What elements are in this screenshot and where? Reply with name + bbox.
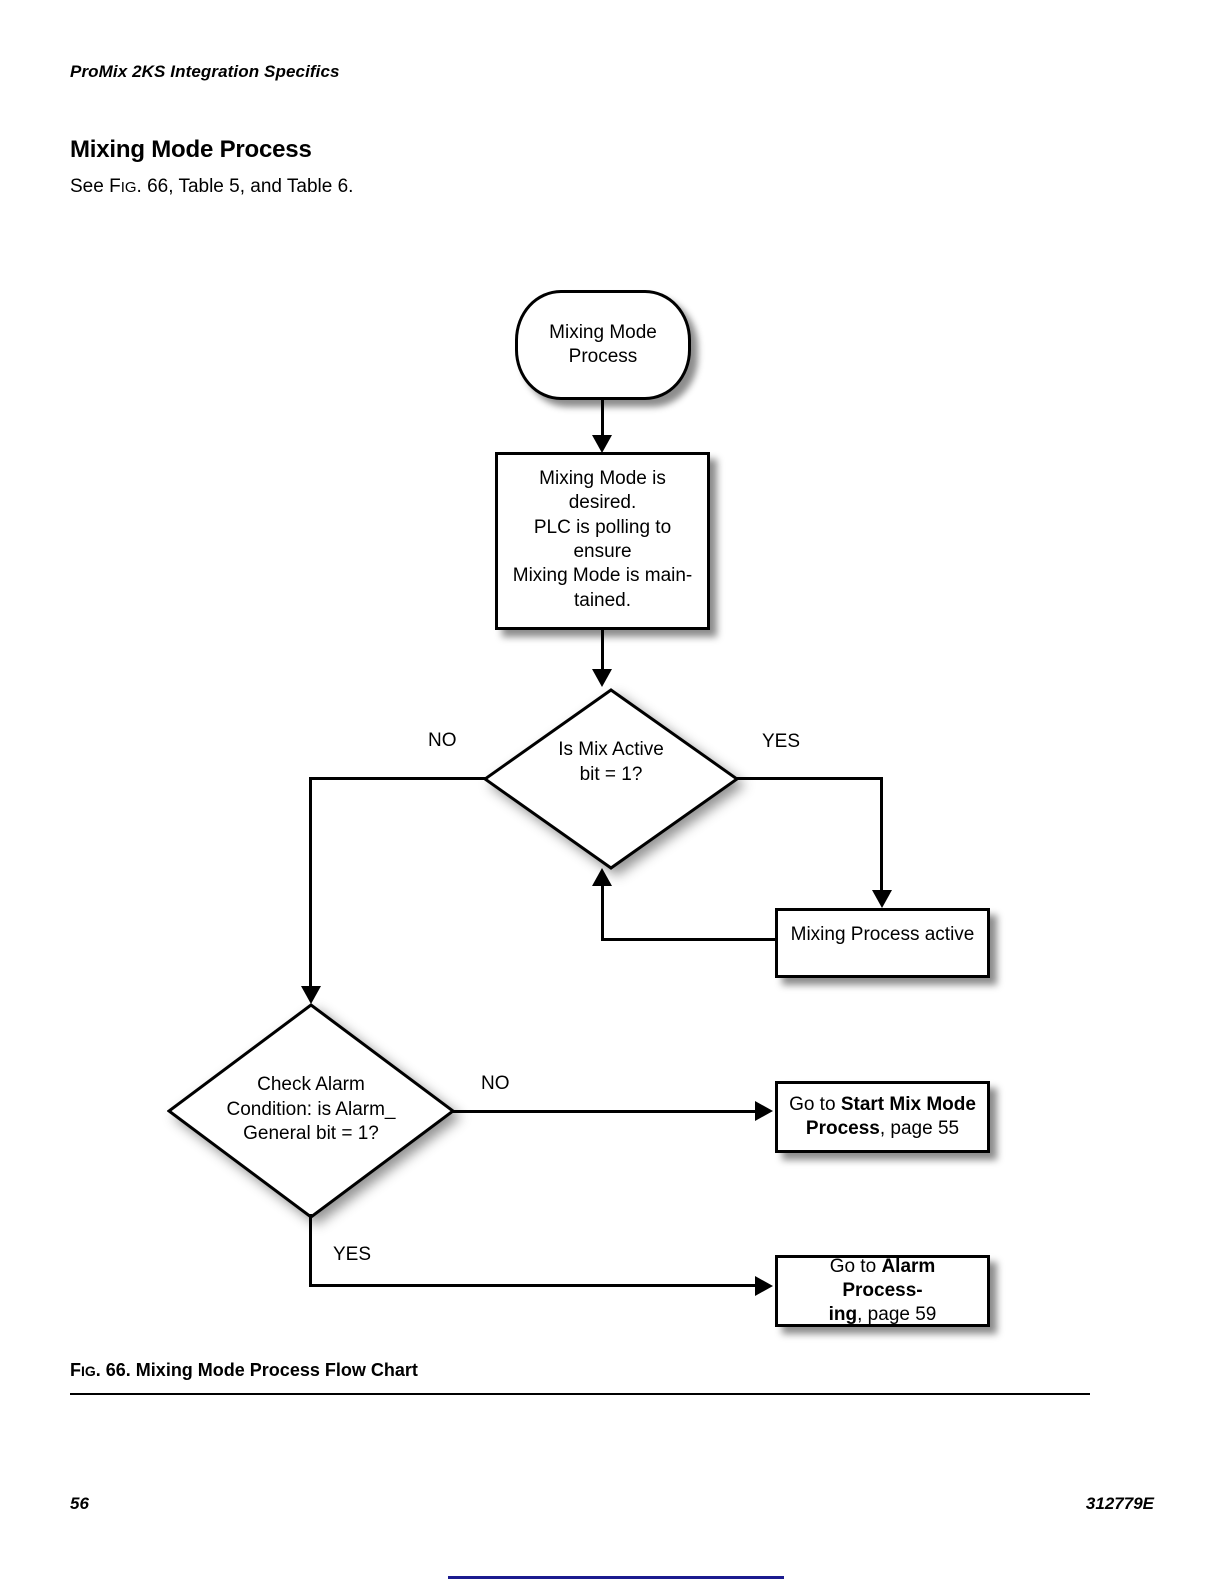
goto-start-plain2: , page 55 <box>879 1118 960 1139</box>
see-prefix: See F <box>70 176 121 197</box>
figure-caption: FIG. 66. Mixing Mode Process Flow Chart <box>70 1360 418 1381</box>
node-start-line1: Mixing Mode <box>549 321 657 343</box>
node-goto-start-mix-mode: Go to Start Mix Mode Process, page 55 <box>775 1081 990 1153</box>
edge-desired-to-decision1 <box>601 630 604 672</box>
edge-alarm-no-horizontal <box>452 1110 755 1113</box>
node-goto-alarm-text: Go to Alarm Process- ing, page 59 <box>778 1255 987 1328</box>
arrowhead-decision2-top <box>301 986 321 1004</box>
decision2-line3: General bit = 1? <box>243 1123 379 1145</box>
node-start-terminator: Mixing Mode Process <box>515 290 691 400</box>
edge-label-alarm-yes: YES <box>333 1244 372 1265</box>
decision-mix-active-label: Is Mix Active bit = 1? <box>483 738 739 787</box>
edge-start-to-desired <box>601 400 604 438</box>
node-mixing-desired-text: Mixing Mode is desired. PLC is polling t… <box>498 455 707 613</box>
page-title: Mixing Mode Process <box>70 136 312 163</box>
node-mixing-active-text: Mixing Process active <box>781 911 985 947</box>
fig-caption-suffix: . 66. Mixing Mode Process Flow Chart <box>95 1360 418 1380</box>
node-desired-line1: Mixing Mode is desired. <box>539 468 666 514</box>
node-mixing-desired: Mixing Mode is desired. PLC is polling t… <box>495 452 710 630</box>
running-head: ProMix 2KS Integration Specifics <box>70 62 340 81</box>
document-number: 312779E <box>1085 1494 1154 1513</box>
bottom-accent-rule <box>448 1576 784 1579</box>
arrowhead-goto-start-mix <box>755 1101 773 1121</box>
goto-alarm-bold2: ing <box>828 1304 858 1326</box>
see-reference-line: See FIG. 66, Table 5, and Table 6. <box>70 176 353 198</box>
decision1-line1: Is Mix Active <box>558 739 664 760</box>
node-decision-check-alarm: Check Alarm Condition: is Alarm_ General… <box>167 1003 455 1219</box>
node-mixing-active-line1: Mixing Process active <box>790 924 975 945</box>
edge-feedback-horizontal <box>601 938 777 941</box>
edge-feedback-vertical <box>601 886 604 940</box>
goto-alarm-plain1: Go to <box>829 1255 882 1277</box>
decision2-line2: Condition: is Alarm_ <box>226 1098 396 1120</box>
fig-caption-prefix: F <box>70 1360 81 1380</box>
caption-divider <box>70 1393 1090 1395</box>
decision2-line1: Check Alarm <box>257 1074 365 1095</box>
edge-label-alarm-no: NO <box>481 1073 510 1094</box>
decision1-line2: bit = 1? <box>579 763 643 785</box>
edge-mix-no-vertical <box>309 777 312 989</box>
arrowhead-goto-alarm <box>755 1276 773 1296</box>
arrowhead-decision1-bottom <box>592 868 612 886</box>
arrowhead-decision1-top <box>592 669 612 687</box>
node-start-text: Mixing Mode Process <box>539 321 667 370</box>
node-start-line2: Process <box>568 346 638 367</box>
edge-label-mix-no: NO <box>428 730 457 751</box>
goto-alarm-plain2: , page 59 <box>857 1304 937 1326</box>
goto-alarm-bold1: Alarm Process- <box>842 1255 936 1301</box>
node-goto-start-mix-text: Go to Start Mix Mode Process, page 55 <box>779 1093 986 1142</box>
edge-mix-no-horizontal <box>309 777 487 780</box>
arrowhead-desired-top <box>592 435 612 453</box>
goto-start-plain1: Go to <box>789 1093 841 1115</box>
node-mixing-process-active: Mixing Process active <box>775 908 990 978</box>
see-smallcaps: IG <box>120 179 137 196</box>
node-desired-line2: PLC is polling to ensure <box>533 516 672 562</box>
arrowhead-mixing-active-top <box>872 890 892 908</box>
node-decision-mix-active: Is Mix Active bit = 1? <box>483 688 739 870</box>
edge-mix-yes-vertical <box>880 777 883 893</box>
fig-caption-smallcaps: IG <box>81 1363 96 1379</box>
node-desired-line3: Mixing Mode is main- <box>512 565 693 587</box>
edge-alarm-yes-vertical <box>309 1214 312 1287</box>
page-number: 56 <box>70 1494 89 1513</box>
edge-mix-yes-horizontal <box>735 777 883 780</box>
edge-alarm-yes-horizontal <box>309 1284 755 1287</box>
goto-start-bold1: Start Mix Mode <box>840 1093 976 1115</box>
node-goto-alarm-processing: Go to Alarm Process- ing, page 59 <box>775 1255 990 1327</box>
decision-check-alarm-label: Check Alarm Condition: is Alarm_ General… <box>167 1073 455 1147</box>
edge-label-mix-yes: YES <box>762 731 801 752</box>
goto-start-bold2: Process <box>805 1118 880 1139</box>
node-desired-line4: tained. <box>573 589 632 611</box>
see-suffix: . 66, Table 5, and Table 6. <box>136 176 354 197</box>
